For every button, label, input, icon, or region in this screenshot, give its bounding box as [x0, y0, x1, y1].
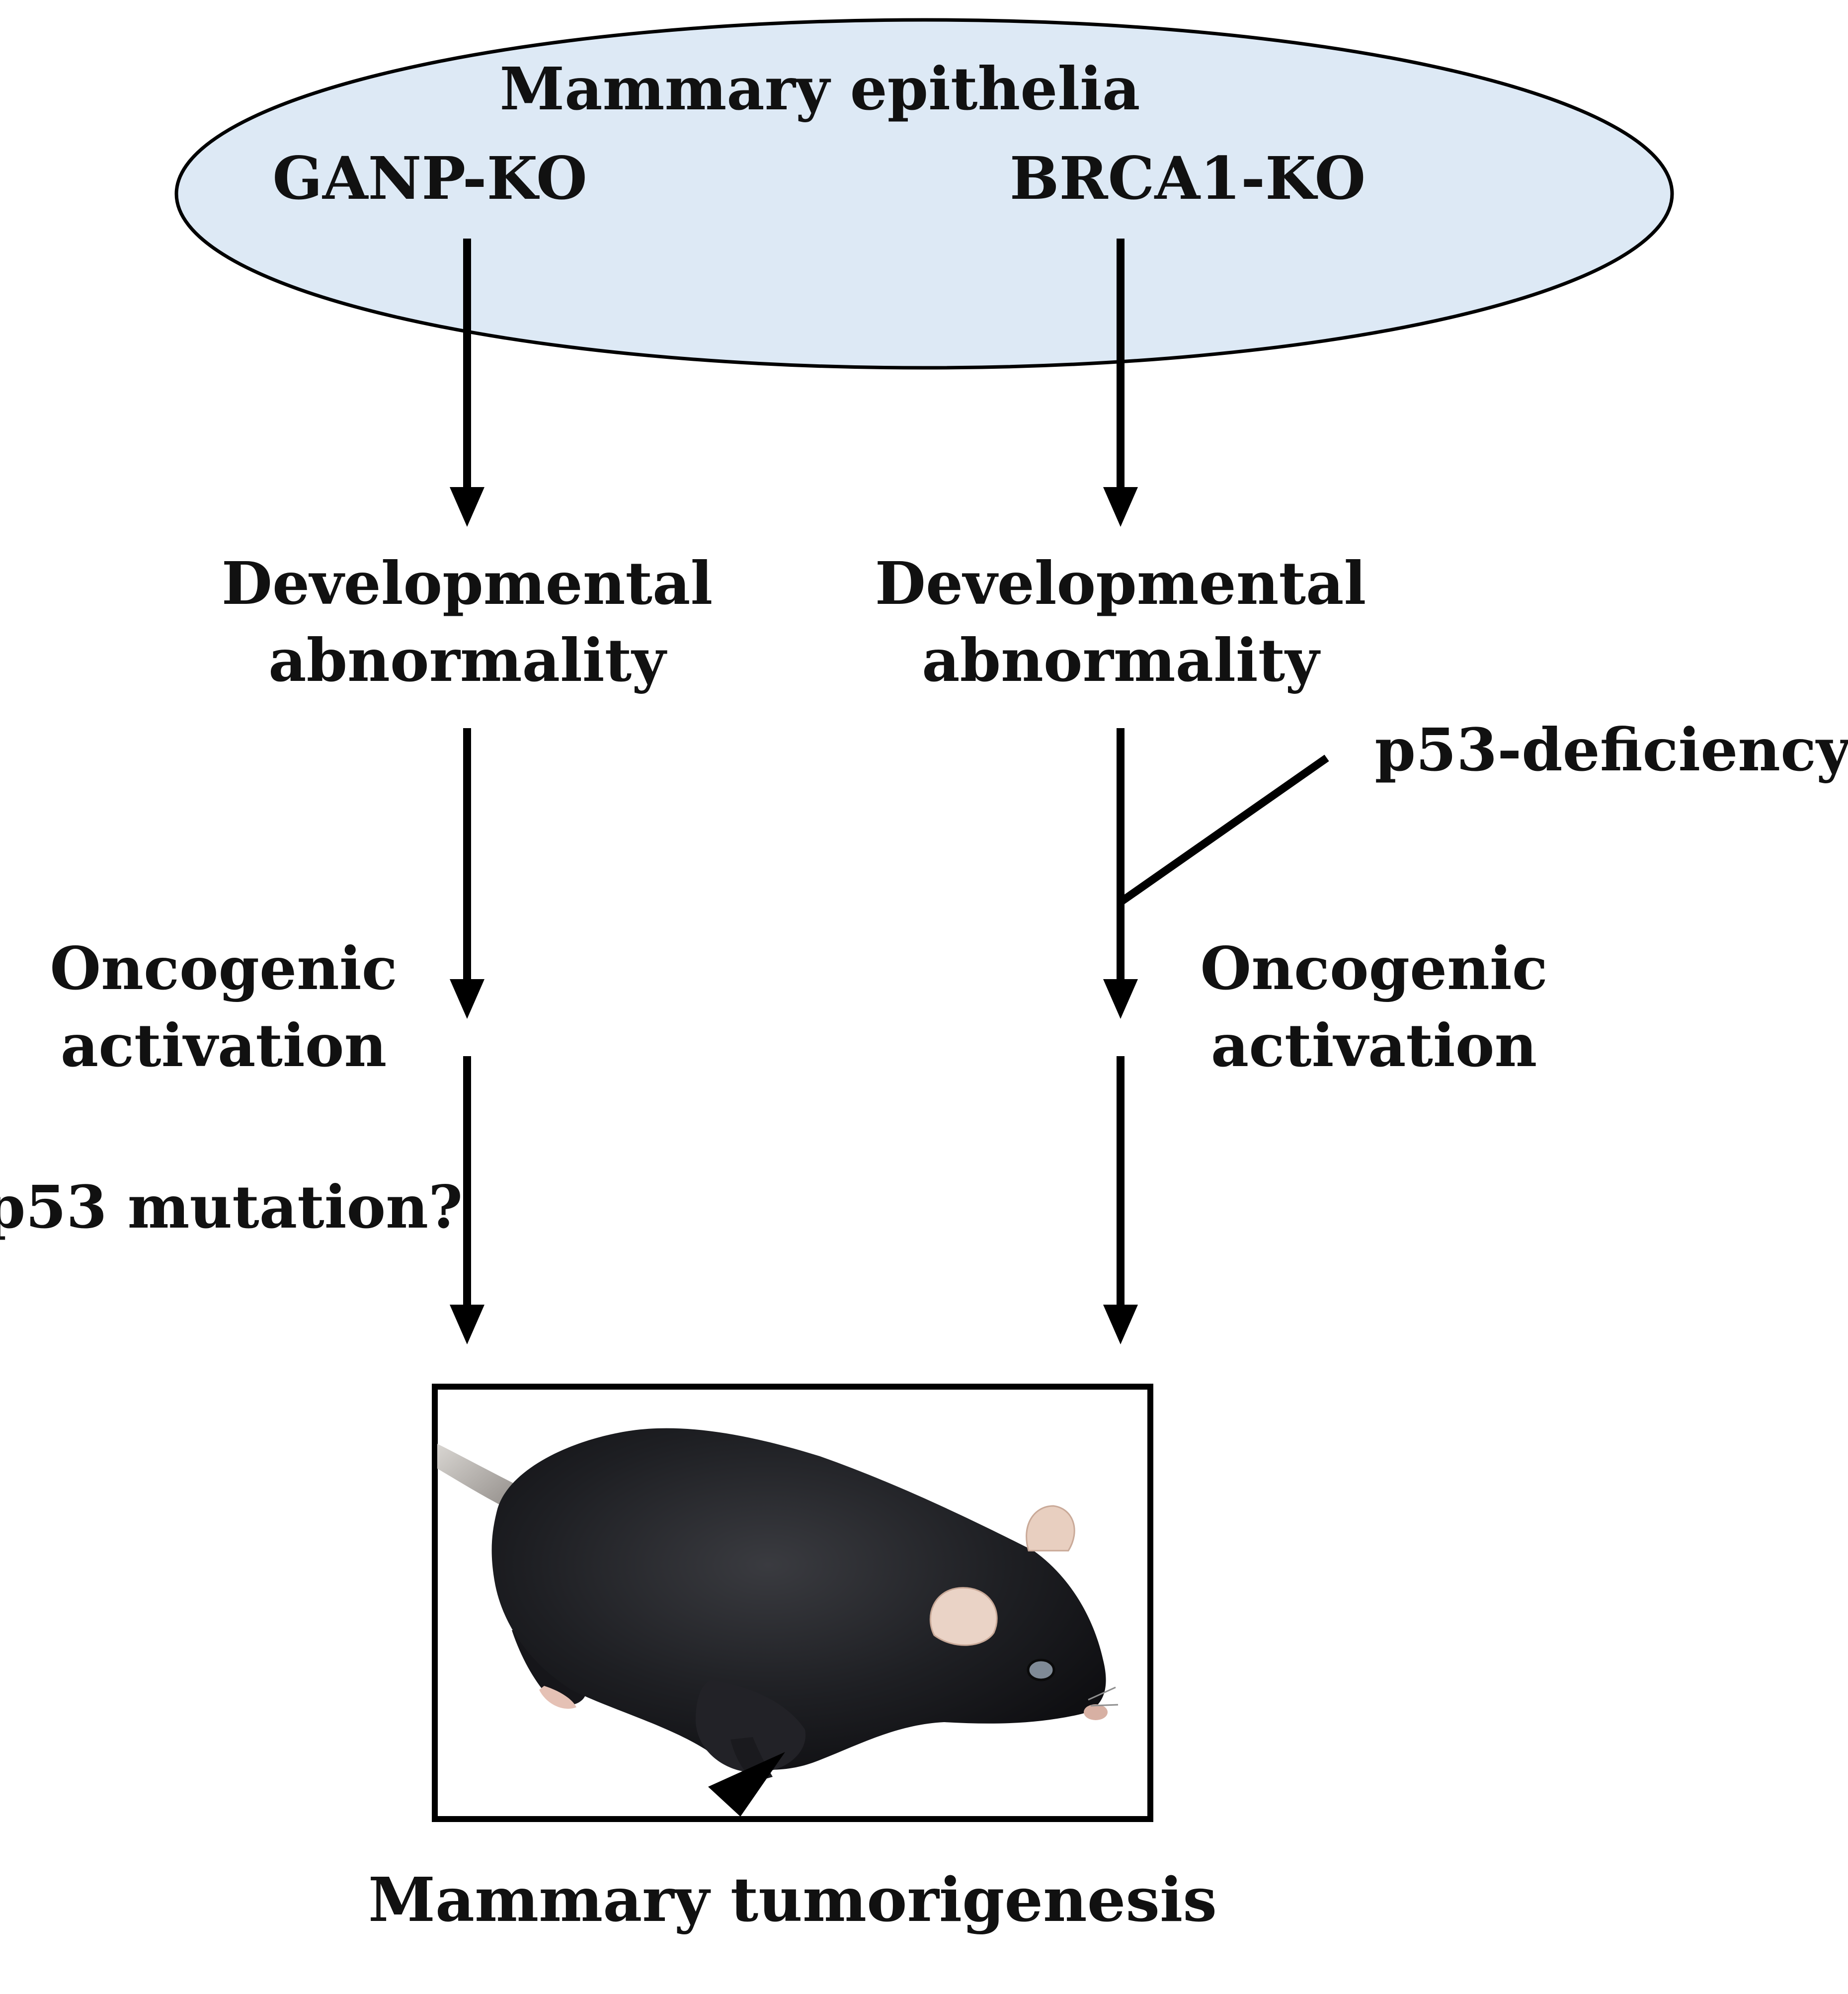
- p53-mutation-label: p53 mutation?: [0, 1172, 463, 1242]
- mouse-far-ear: [1026, 1505, 1075, 1552]
- right-arrow-2-head: [1103, 979, 1138, 1019]
- mammary-epithelia-node: Mammary epithelia GANP-KO BRCA1-KO: [174, 18, 1674, 370]
- right-oncogenic-label: Oncogenic: [1200, 934, 1547, 1003]
- mouse-whiskers: [1088, 1686, 1119, 1707]
- mammary-tumor: [696, 1680, 806, 1773]
- mouse-illustration: [437, 1428, 1119, 1782]
- p53-deficiency-connector: [1118, 754, 1329, 906]
- mouse-near-ear: [929, 1587, 998, 1646]
- left-activation-label: activation: [61, 1011, 387, 1080]
- mammary-epithelia-ellipse: [174, 18, 1674, 370]
- left-arrow-1-head: [450, 487, 484, 527]
- brca1-ko-label: BRCA1-KO: [1010, 144, 1366, 213]
- right-abnormality-label: abnormality: [922, 626, 1321, 695]
- left-developmental-label: Developmental: [222, 549, 713, 618]
- left-arrow-2-head: [450, 979, 484, 1019]
- right-pathway: [1103, 239, 1329, 1344]
- mouse-nose: [1084, 1704, 1108, 1720]
- mouse-tail: [437, 1444, 519, 1511]
- mouse-body: [491, 1428, 1106, 1770]
- tumor-arrowhead-marker: [708, 1752, 785, 1817]
- right-developmental-label: Developmental: [875, 549, 1366, 618]
- left-abnormality-label: abnormality: [268, 626, 667, 695]
- ganp-ko-label: GANP-KO: [272, 144, 587, 213]
- p53-deficiency-label: p53-deficiency: [1374, 715, 1848, 784]
- left-pathway: [450, 239, 484, 1344]
- left-oncogenic-label: Oncogenic: [50, 934, 397, 1003]
- mammary-tumorigenesis-label: Mammary tumorigenesis: [368, 1864, 1217, 1935]
- right-arrow-3-head: [1103, 1305, 1138, 1344]
- right-arrow-1-head: [1103, 487, 1138, 527]
- left-arrow-3-head: [450, 1305, 484, 1344]
- mouse-hind-paw: [539, 1686, 576, 1709]
- mammary-epithelia-title: Mammary epithelia: [500, 54, 1140, 123]
- mouse-eye: [1027, 1659, 1055, 1681]
- mouse-photo-panel: [432, 1384, 1153, 1822]
- right-activation-label: activation: [1211, 1011, 1537, 1080]
